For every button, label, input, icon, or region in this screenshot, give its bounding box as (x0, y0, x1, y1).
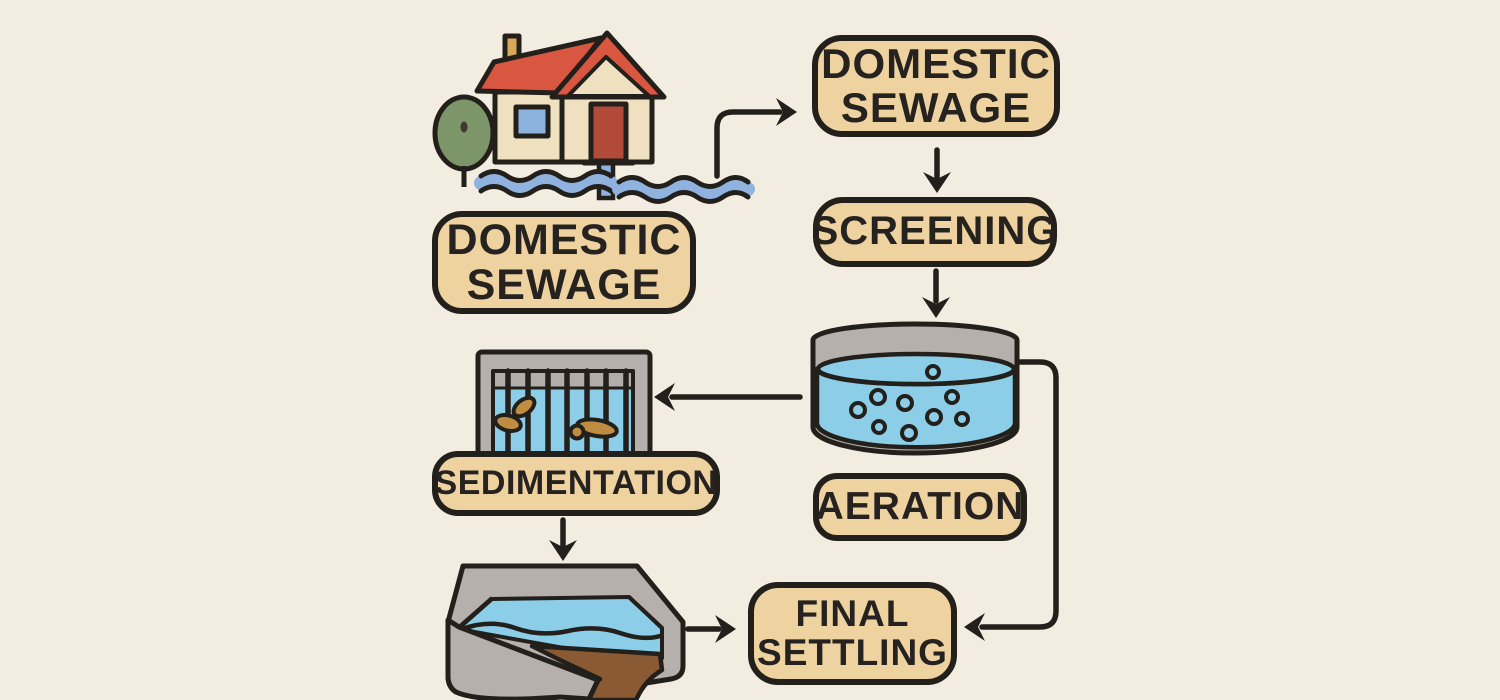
sewage-water-icon (474, 169, 755, 204)
node-line: DOMESTIC (821, 40, 1051, 88)
node-source-domestic-sewage: DOMESTIC SEWAGE (432, 211, 696, 314)
arrow-heads (549, 98, 985, 643)
arrow-house-to-domestic-sewage (714, 109, 783, 179)
node-line: SCREENING (811, 209, 1059, 254)
house-icon (474, 30, 667, 166)
node-line: SETTLING (757, 631, 948, 673)
arrow-aeration-to-final (979, 359, 1059, 630)
flow-arrows (560, 109, 1059, 632)
trapped-debris (493, 395, 619, 441)
aeration-tank-icon (810, 321, 1020, 456)
node-domestic-sewage: DOMESTIC SEWAGE (812, 35, 1060, 137)
node-line: SEDIMENTATION (434, 463, 718, 502)
bar-screen-icon (475, 349, 653, 459)
node-line: SEWAGE (840, 84, 1032, 131)
node-line: SEWAGE (466, 260, 662, 309)
node-final-settling: FINAL SETTLING (748, 582, 957, 685)
settling-tank-icon (445, 563, 686, 700)
node-aeration: AERATION (813, 473, 1027, 541)
air-bubbles (849, 364, 970, 442)
node-line: FINAL (795, 593, 910, 635)
node-line: DOMESTIC (446, 215, 682, 264)
node-line: AERATION (815, 484, 1025, 528)
node-sedimentation: SEDIMENTATION (432, 451, 720, 516)
node-screening: SCREENING (811, 197, 1059, 267)
